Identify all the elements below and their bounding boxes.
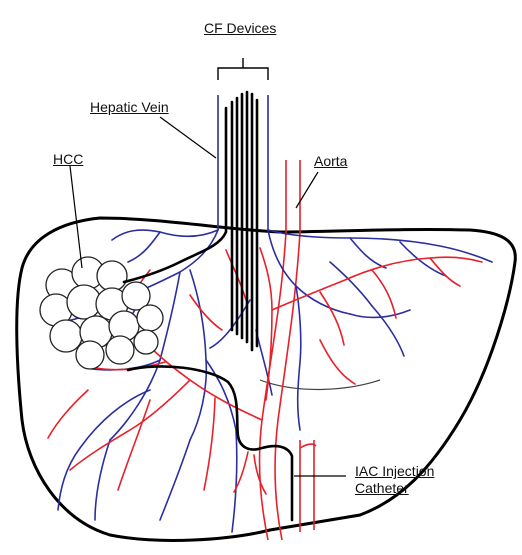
- iac-catheter-label: IAC Injection Catheter: [355, 463, 434, 497]
- inner-lobe-line: [259, 379, 381, 391]
- iac-catheter: [126, 365, 294, 522]
- iac-label-line1: IAC Injection: [355, 463, 435, 479]
- liver-outline: [15, 216, 517, 542]
- cf-devices-label: CF Devices: [204, 20, 277, 36]
- hcc-leader: [69, 165, 83, 269]
- aorta-label: Aorta: [314, 153, 348, 169]
- hepatic-vein: [217, 95, 269, 230]
- hepatic-vein-label: Hepatic Vein: [90, 99, 169, 115]
- hcc-label: HCC: [53, 151, 84, 167]
- aorta-leader: [295, 171, 319, 209]
- cf-devices-bracket: [217, 58, 269, 80]
- cf-devices: [122, 90, 259, 352]
- hepatic-vein-leader: [159, 116, 217, 159]
- hcc-tumor-cluster: [39, 256, 164, 370]
- iac-label-line2: Catheter: [355, 480, 409, 496]
